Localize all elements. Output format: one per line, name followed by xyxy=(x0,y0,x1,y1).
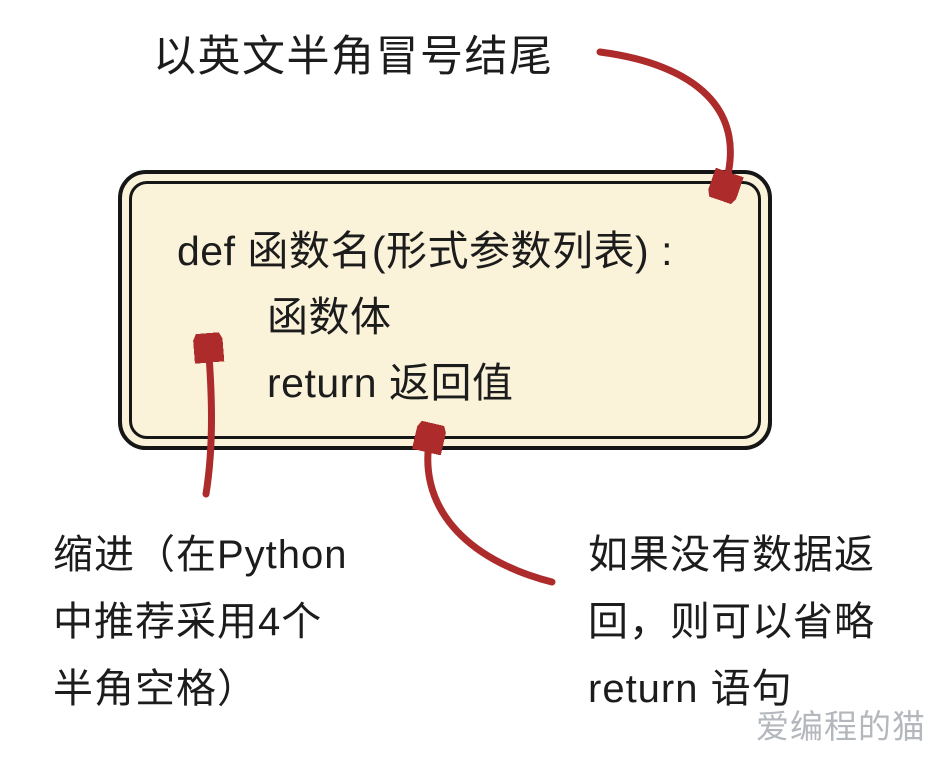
code-box: def 函数名(形式参数列表) : 函数体 return 返回值 xyxy=(118,170,772,450)
code-line-body: 函数体 xyxy=(267,294,392,340)
return-annotation: 如果没有数据返 回，则可以省略 return 语句 xyxy=(588,522,875,723)
code-line-def: def 函数名(形式参数列表) : xyxy=(177,228,673,274)
indent-annotation-line: 缩进（在Python xyxy=(53,533,348,577)
code-box-inner: def 函数名(形式参数列表) : 函数体 return 返回值 xyxy=(129,181,761,439)
return-arrow-icon xyxy=(428,432,556,586)
indent-annotation: 缩进（在Python 中推荐采用4个 半角空格） xyxy=(53,522,348,723)
indent-annotation-line: 中推荐采用4个 xyxy=(53,600,323,644)
indent-annotation-line: 半角空格） xyxy=(53,667,258,711)
return-annotation-line: 回，则可以省略 xyxy=(588,600,875,644)
watermark: 爱编程的猫 xyxy=(756,708,926,745)
return-annotation-line: return 语句 xyxy=(588,667,793,711)
code-line-return: return 返回值 xyxy=(267,360,514,406)
return-annotation-line: 如果没有数据返 xyxy=(588,533,875,577)
colon-annotation: 以英文半角冒号结尾 xyxy=(153,33,554,81)
